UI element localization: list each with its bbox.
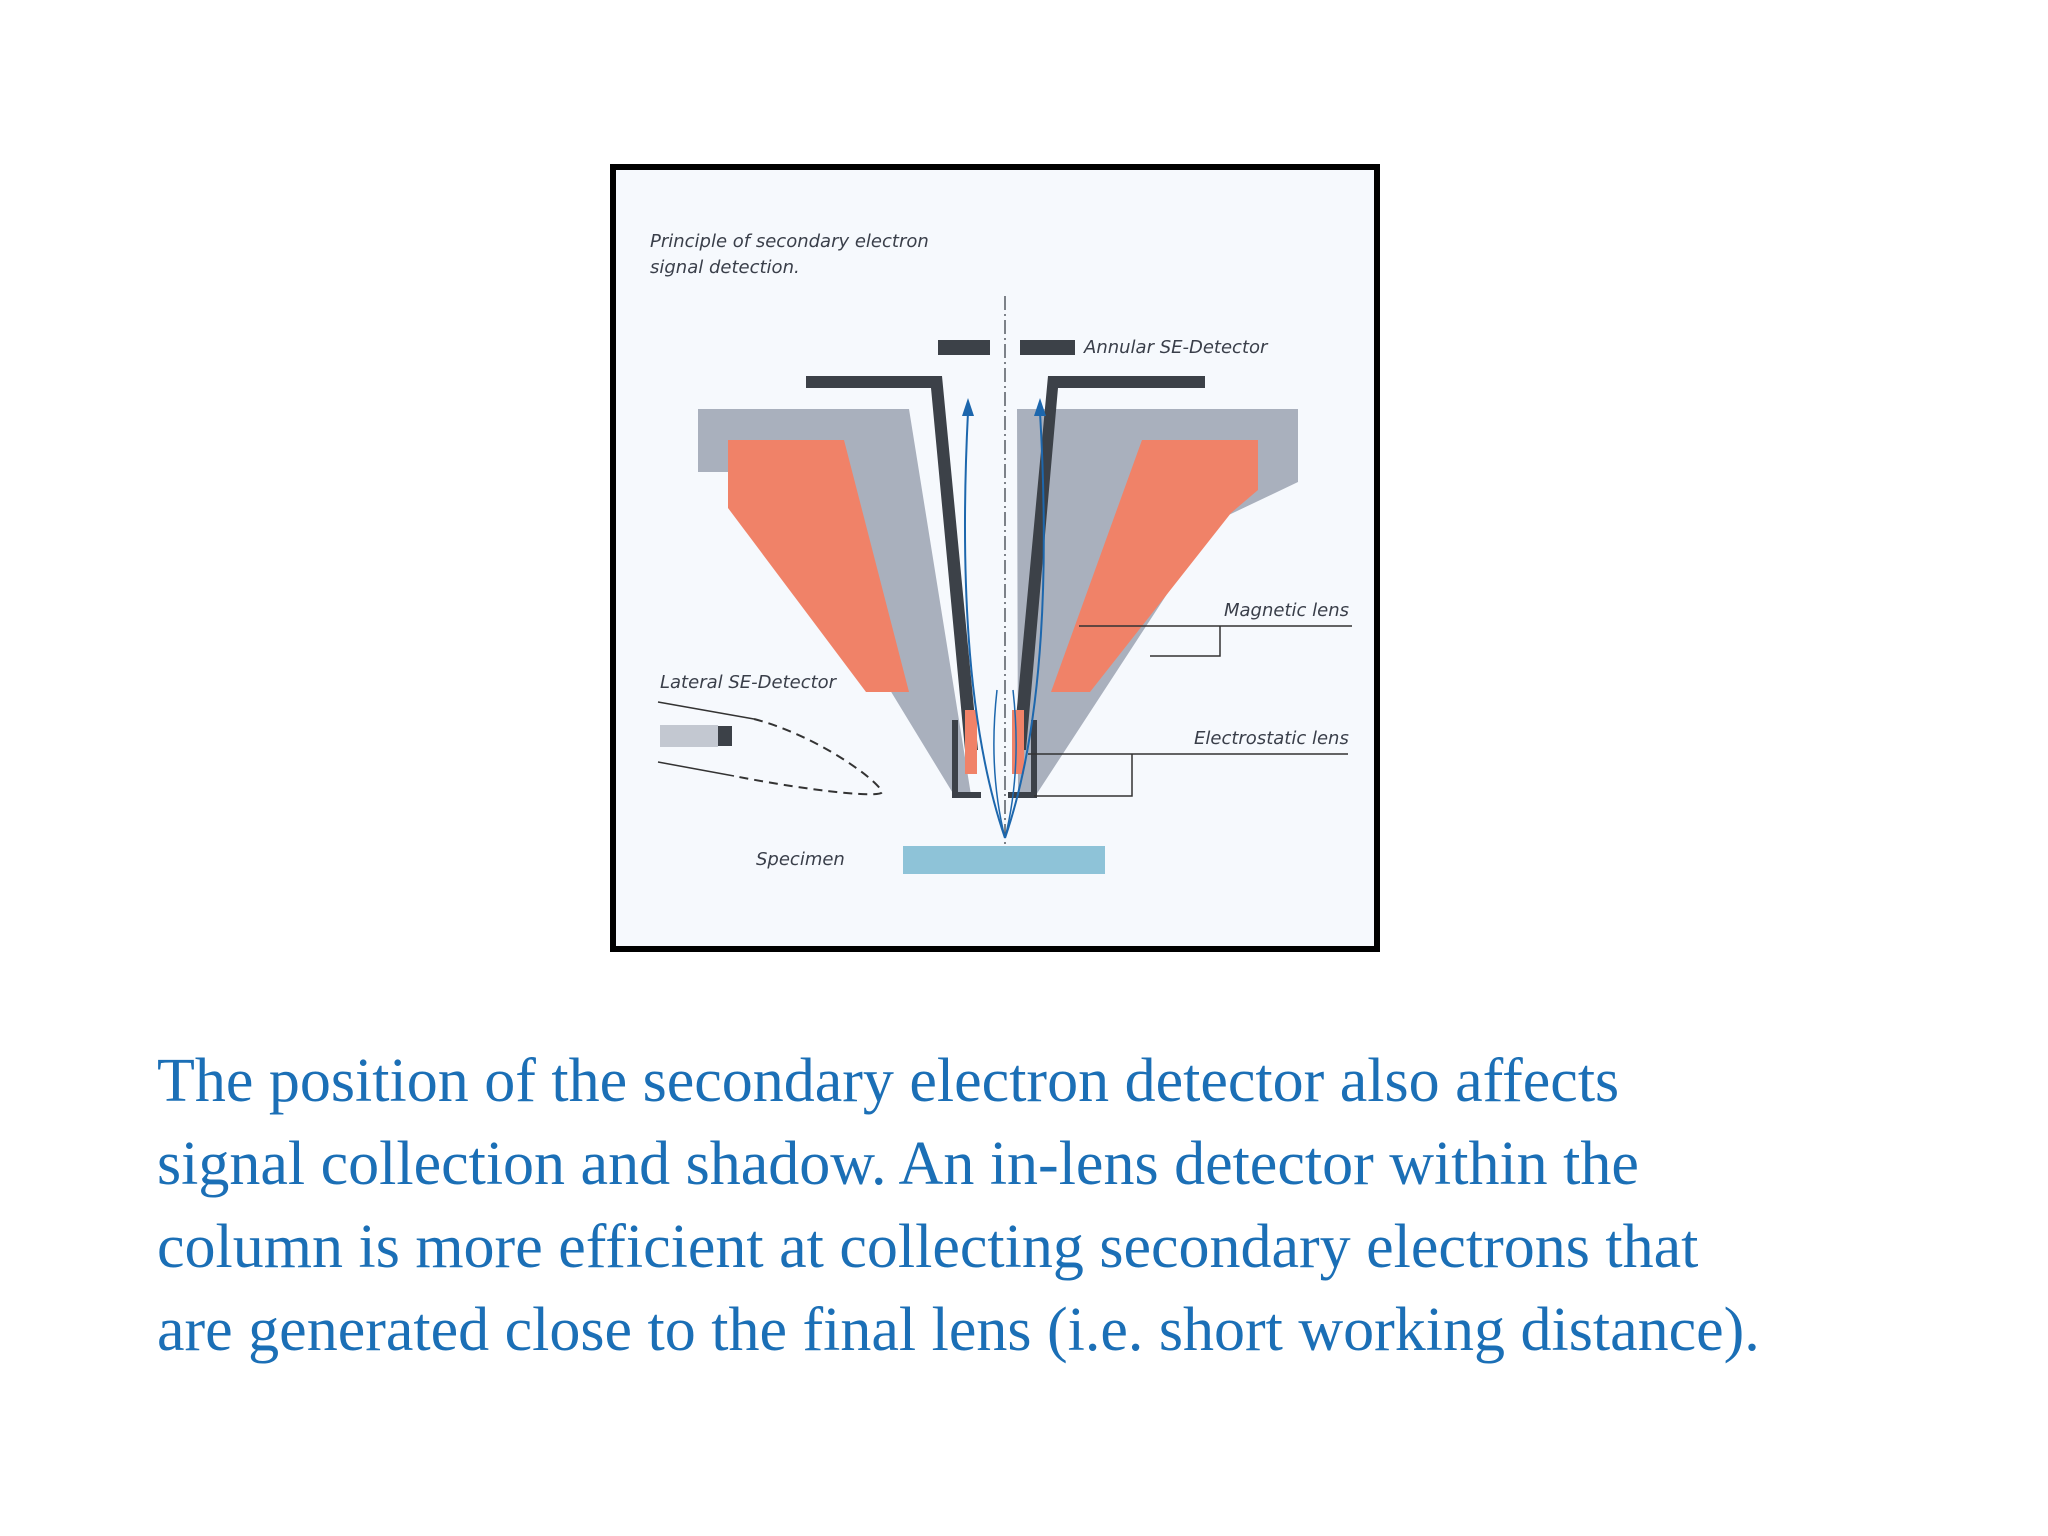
beam-envelope-right xyxy=(1004,689,1017,839)
annular-detector-left xyxy=(938,340,990,355)
caption-line-2: signal collection and shadow. An in-lens… xyxy=(157,1130,1639,1198)
lateral-detector-leader xyxy=(657,701,755,720)
diagram-title-line-1: Principle of secondary electron xyxy=(650,231,929,252)
lateral-collection-field xyxy=(733,718,884,796)
annular-detector-label: Annular SE-Detector xyxy=(1083,337,1269,358)
se-detection-diagram: Principle of secondary electron signal d… xyxy=(650,231,1352,874)
right-coil xyxy=(1051,440,1258,692)
annular-detector-right xyxy=(1020,340,1075,355)
lateral-detector-lower-line xyxy=(657,761,735,777)
magnetic-lens-bracket xyxy=(1150,626,1221,657)
left-coil xyxy=(728,440,909,692)
left-pole-piece xyxy=(698,409,971,795)
lateral-detector-body xyxy=(660,725,718,747)
specimen-label: Specimen xyxy=(756,849,845,870)
caption-text: The position of the secondary electron d… xyxy=(157,1040,1997,1372)
electrostatic-lens-bracket xyxy=(1034,754,1133,797)
lateral-detector-label: Lateral SE-Detector xyxy=(660,672,838,693)
se-arrow-left xyxy=(962,398,974,416)
specimen xyxy=(903,846,1105,874)
left-liner-tip xyxy=(952,720,981,798)
magnetic-lens-label: Magnetic lens xyxy=(1224,600,1349,621)
diagram-title-line-2: signal detection. xyxy=(650,257,800,278)
se-arrow-right xyxy=(1034,398,1046,416)
left-electrostatic-electrode xyxy=(965,710,977,774)
caption-line-4: are generated close to the final lens (i… xyxy=(157,1296,1760,1364)
beam-envelope-left xyxy=(993,689,1006,839)
electrostatic-lens-label: Electrostatic lens xyxy=(1194,728,1349,749)
right-liner-tip xyxy=(1008,720,1037,798)
caption-line-1: The position of the secondary electron d… xyxy=(157,1047,1620,1115)
caption-line-3: column is more efficient at collecting s… xyxy=(157,1213,1699,1281)
se-trajectory-left xyxy=(964,411,1006,839)
diagram-frame: Principle of secondary electron signal d… xyxy=(610,164,1380,952)
right-electrostatic-electrode xyxy=(1012,710,1024,774)
se-trajectory-right xyxy=(1004,411,1045,839)
lateral-detector-tip xyxy=(718,726,732,746)
